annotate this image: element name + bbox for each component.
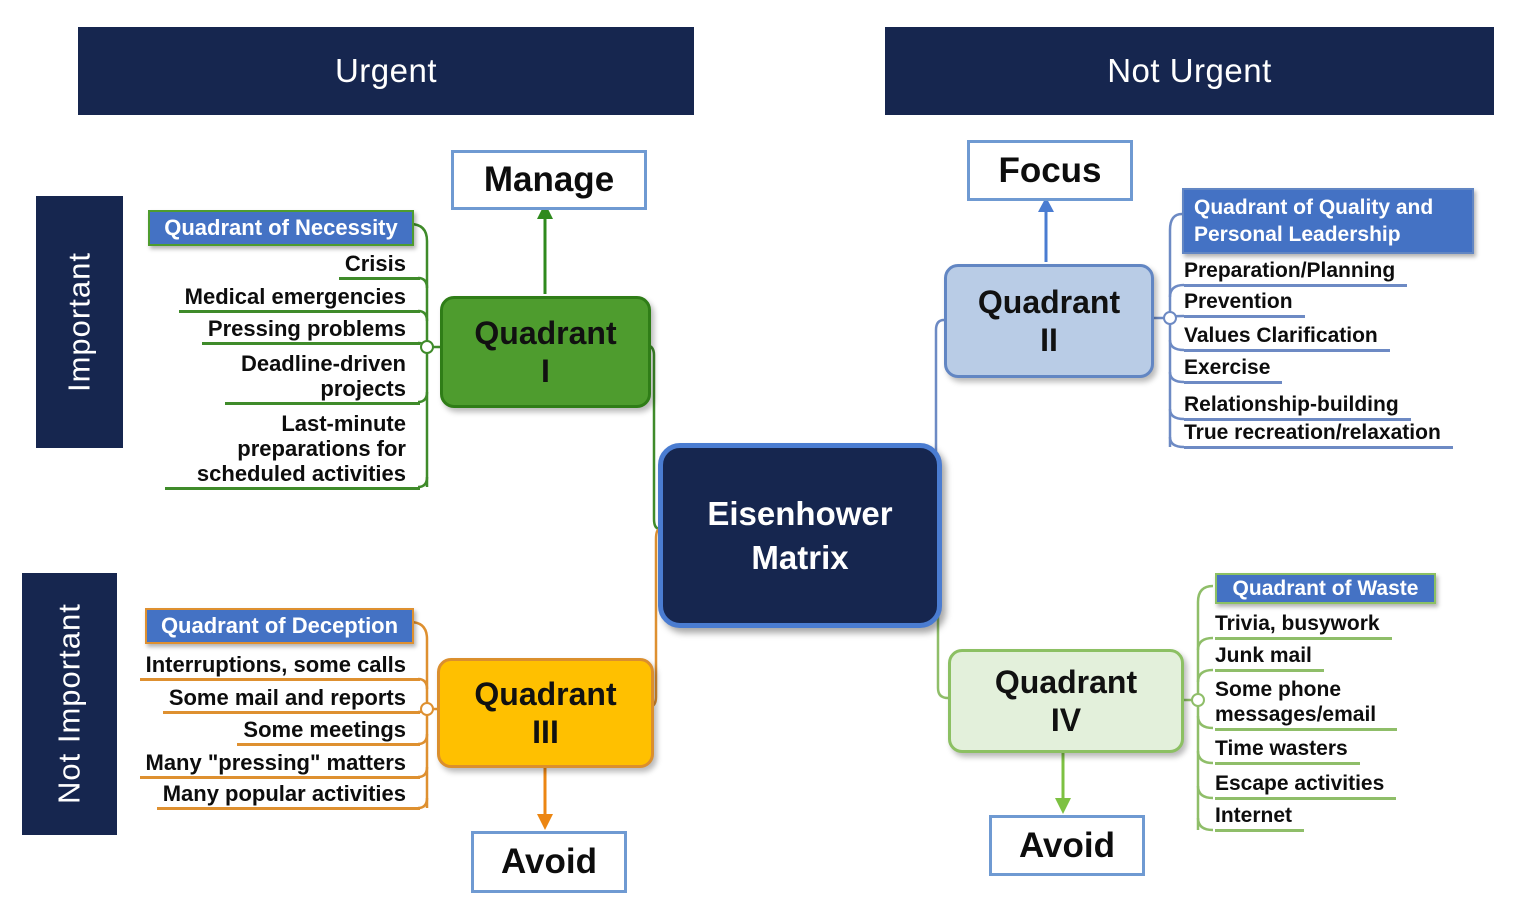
q3-item: Many popular activities: [156, 781, 420, 810]
q4-item: Some phone messages/email: [1215, 677, 1397, 731]
q2-item: Values Clarification: [1184, 323, 1390, 352]
q1-name-label: Quadrant of Necessity: [148, 210, 414, 246]
q2-item: Preparation/Planning: [1184, 258, 1408, 287]
q4-item: Escape activities: [1215, 771, 1397, 800]
quadrant-4-box: Quadrant IV: [948, 649, 1184, 753]
q4-hub-node: [1191, 693, 1205, 707]
quadrant-1-box: Quadrant I: [440, 296, 651, 408]
focus-arrow: [1038, 197, 1054, 262]
avoid-q4-arrow: [1055, 749, 1071, 814]
q2-item: True recreation/relaxation: [1184, 420, 1453, 449]
q2-item: Relationship-building: [1184, 392, 1411, 421]
q1-hub-node: [420, 340, 434, 354]
q2-item: Exercise: [1184, 355, 1283, 384]
urgent-header: Urgent: [78, 27, 694, 115]
quadrant-2-box: Quadrant II: [944, 264, 1154, 378]
avoid-q3-arrow: [537, 764, 553, 830]
urgent-header-label: Urgent: [334, 52, 438, 89]
q1-item: Crisis: [338, 251, 420, 280]
quadrant-3-box: Quadrant III: [437, 658, 654, 768]
center-title-box: Eisenhower Matrix: [658, 443, 942, 628]
q4-item: Junk mail: [1215, 643, 1324, 672]
important-axis-label: Important: [36, 196, 123, 448]
avoid-strategy-box-q3: Avoid: [471, 831, 627, 893]
q3-item: Some meetings: [237, 717, 420, 746]
q3-name-label: Quadrant of Deception: [145, 608, 414, 644]
manage-arrow: [537, 203, 553, 294]
not-urgent-header-label: Not Urgent: [1107, 52, 1272, 89]
q1-item: Last-minute preparations for scheduled a…: [165, 411, 420, 490]
q2-hub-node: [1163, 311, 1177, 325]
focus-strategy-box: Focus: [967, 140, 1133, 201]
q3-item: Interruptions, some calls: [139, 652, 420, 681]
manage-strategy-box: Manage: [451, 150, 647, 210]
q4-name-label: Quadrant of Waste: [1215, 573, 1436, 604]
q4-item: Internet: [1215, 803, 1305, 832]
not-urgent-header: Not Urgent: [885, 27, 1494, 115]
q4-item: Time wasters: [1215, 736, 1360, 765]
not-important-axis-label: Not Important: [22, 573, 117, 835]
q1-item: Medical emergencies: [178, 284, 420, 313]
q4-item: Trivia, busywork: [1215, 611, 1392, 640]
q2-item: Prevention: [1184, 289, 1305, 318]
q3-hub-node: [420, 702, 434, 716]
q1-item: Pressing problems: [201, 316, 420, 345]
q2-name-label: Quadrant of Quality and Personal Leaders…: [1182, 188, 1474, 254]
q3-item: Some mail and reports: [162, 685, 420, 714]
q3-item: Many "pressing" matters: [139, 750, 420, 779]
diagram-title: Eisenhower Matrix: [707, 494, 893, 576]
q1-item: Deadline-driven projects: [225, 351, 420, 405]
avoid-strategy-box-q4: Avoid: [989, 815, 1145, 876]
